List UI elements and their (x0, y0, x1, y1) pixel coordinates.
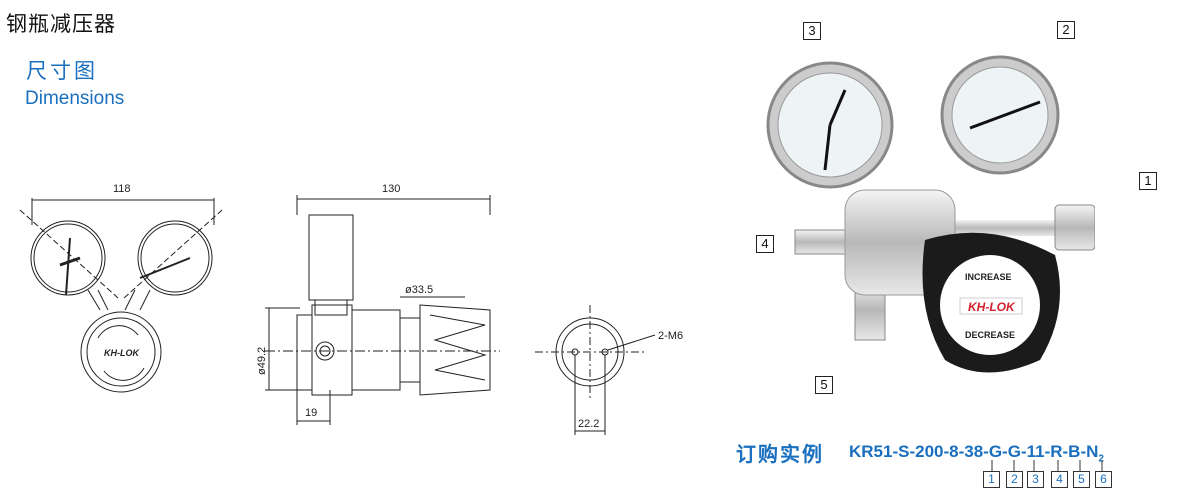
dim-hole-spacing: 22.2 (578, 418, 599, 430)
order-example-label: 订购实例 (736, 442, 824, 466)
order-code-text: KR51-S-200-8-38-G-G-11-R-B-N (849, 442, 1099, 461)
dim-offset: 19 (305, 407, 317, 419)
side-view-drawing: 130 ø49.2 ø33.5 19 (256, 183, 500, 425)
order-code: KR51-S-200-8-38-G-G-11-R-B-N2 (849, 442, 1104, 464)
order-position-4: 4 (1051, 471, 1068, 488)
dim-front-width: 118 (113, 183, 131, 195)
order-position-1: 1 (983, 471, 1000, 488)
callout-5: 5 (815, 376, 833, 394)
order-position-2: 2 (1006, 471, 1023, 488)
page-title: 钢瓶减压器 (6, 12, 116, 36)
knob-increase-label: INCREASE (965, 272, 1012, 282)
dim-mount-holes: 2-M6 (658, 330, 683, 342)
rear-view-drawing: 2-M6 22.2 (535, 305, 683, 435)
section-title-en: Dimensions (25, 88, 125, 109)
order-position-3: 3 (1027, 471, 1044, 488)
order-position-5: 5 (1073, 471, 1090, 488)
front-view-drawing: 118 KH-LOK (19, 183, 223, 393)
dim-panel-diameter: ø49.2 (256, 347, 268, 375)
callout-1: 1 (1139, 172, 1157, 190)
callout-2: 2 (1057, 21, 1075, 39)
callout-4: 4 (756, 235, 774, 253)
section-title-cn: 尺寸图 (26, 59, 98, 83)
knob-brand: KH-LOK (968, 300, 1016, 314)
dim-body-diameter: ø33.5 (405, 284, 433, 296)
knob-decrease-label: DECREASE (965, 330, 1015, 340)
order-position-6: 6 (1095, 471, 1112, 488)
order-code-subscript: 2 (1098, 453, 1104, 465)
dim-side-length: 130 (382, 183, 400, 195)
order-position-leaders (991, 460, 1103, 472)
callout-3: 3 (803, 22, 821, 40)
front-brand: KH-LOK (104, 348, 140, 358)
product-photo: INCREASE KH-LOK DECREASE (766, 55, 1095, 373)
